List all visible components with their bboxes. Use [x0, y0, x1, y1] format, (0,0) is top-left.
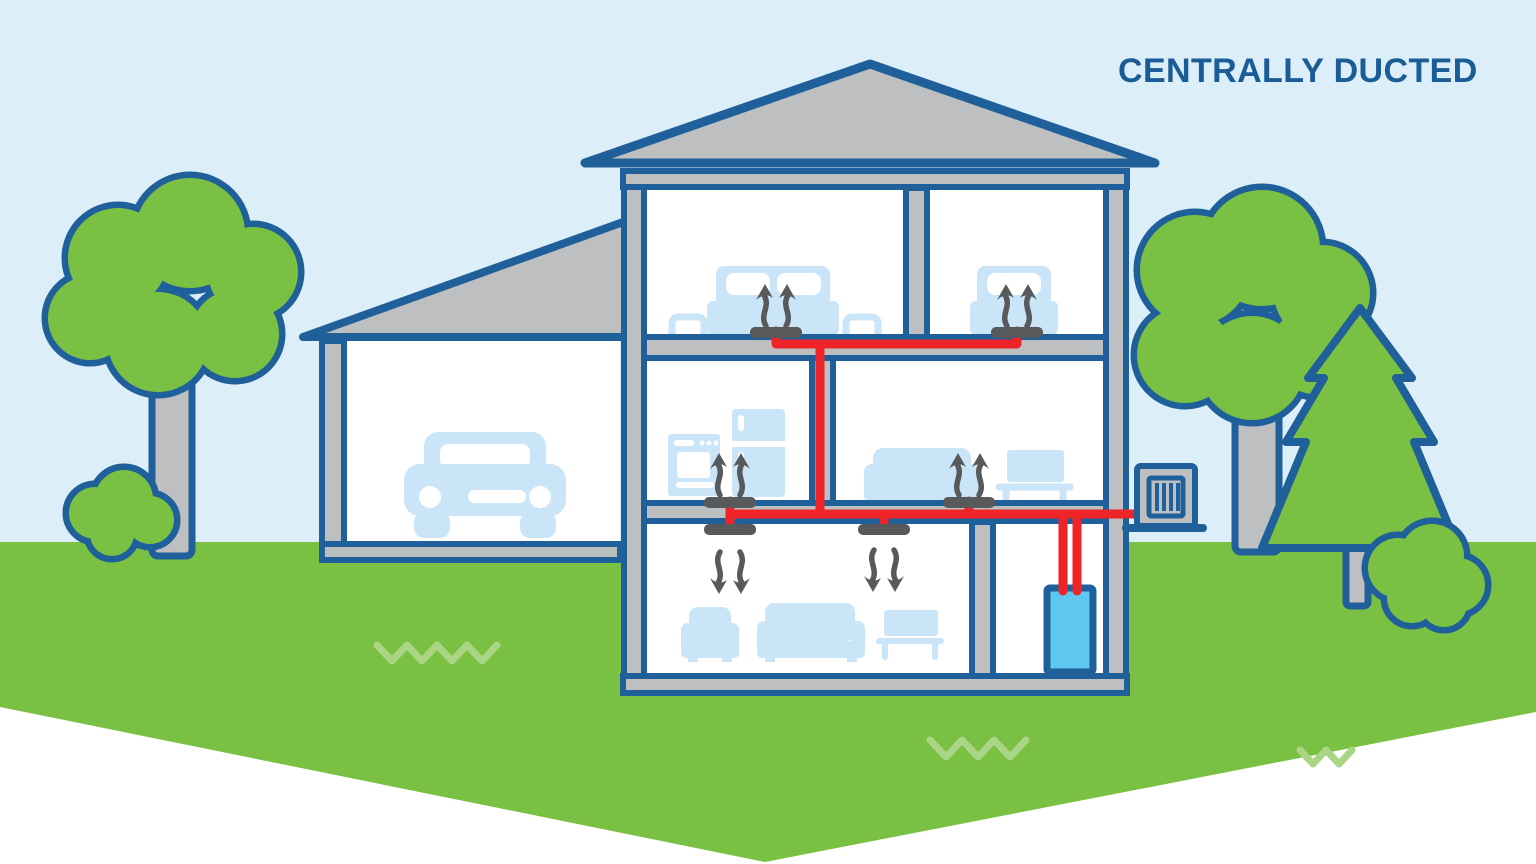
garage-left-wall — [319, 338, 347, 556]
tv — [1007, 450, 1064, 482]
tv — [884, 610, 938, 636]
car-grille — [468, 490, 526, 503]
house-left-wall — [621, 171, 647, 691]
zigzag-mark-left — [373, 641, 501, 665]
ceiling-vent-basement-left — [704, 524, 756, 535]
car — [404, 432, 566, 538]
wall-basement — [969, 519, 996, 682]
wall-upper-floor — [903, 185, 930, 343]
bedroom-master-furniture — [668, 266, 882, 342]
kitchen-furniture — [668, 409, 785, 497]
page-title: CENTRALLY DUCTED — [1118, 52, 1478, 90]
attic-ceiling — [620, 168, 1130, 190]
living-room-furniture — [864, 448, 1074, 508]
oven-door — [677, 452, 710, 478]
sofa-basement — [757, 603, 865, 662]
car-wheel — [414, 512, 450, 538]
ceiling-vent-basement-right — [858, 524, 910, 535]
foundation-slab — [620, 673, 1130, 696]
zigzag-mark-center — [926, 736, 1030, 761]
floor-vent-bedroom-master — [750, 327, 802, 338]
armchair — [681, 607, 739, 662]
grass — [0, 542, 1536, 862]
pillow — [726, 273, 770, 295]
bed-double — [707, 266, 839, 338]
round-tree-right — [1137, 190, 1370, 556]
zigzag-mark-right — [1296, 746, 1356, 768]
stove — [668, 434, 720, 496]
pine-canopy — [1258, 304, 1462, 552]
sofa — [864, 448, 980, 505]
garage-floor — [319, 541, 623, 563]
furnace-air-handler — [1043, 584, 1097, 676]
house-roof — [580, 59, 1160, 168]
garage — [299, 212, 644, 563]
car-wheel — [520, 512, 556, 538]
nightstand — [668, 313, 708, 342]
floor-vent-bedroom-single — [991, 327, 1043, 338]
tv-stand-basement — [876, 610, 944, 660]
house-right-wall — [1103, 171, 1129, 691]
house-interior — [626, 180, 1124, 680]
vents — [704, 327, 1043, 535]
nightstand — [842, 313, 882, 342]
lawn-zigzag-marks — [373, 641, 1356, 768]
floor-vent-living-room — [943, 497, 995, 508]
car-headlight — [419, 486, 441, 508]
car-headlight — [529, 486, 551, 508]
pine-tree — [1258, 304, 1462, 610]
condenser-grille-icon — [1155, 483, 1180, 511]
basement-furniture — [681, 603, 944, 662]
car-windshield — [440, 444, 530, 468]
pillow — [987, 273, 1041, 295]
outdoor-condenser-unit — [1122, 463, 1207, 532]
floor-vent-kitchen — [704, 497, 756, 508]
